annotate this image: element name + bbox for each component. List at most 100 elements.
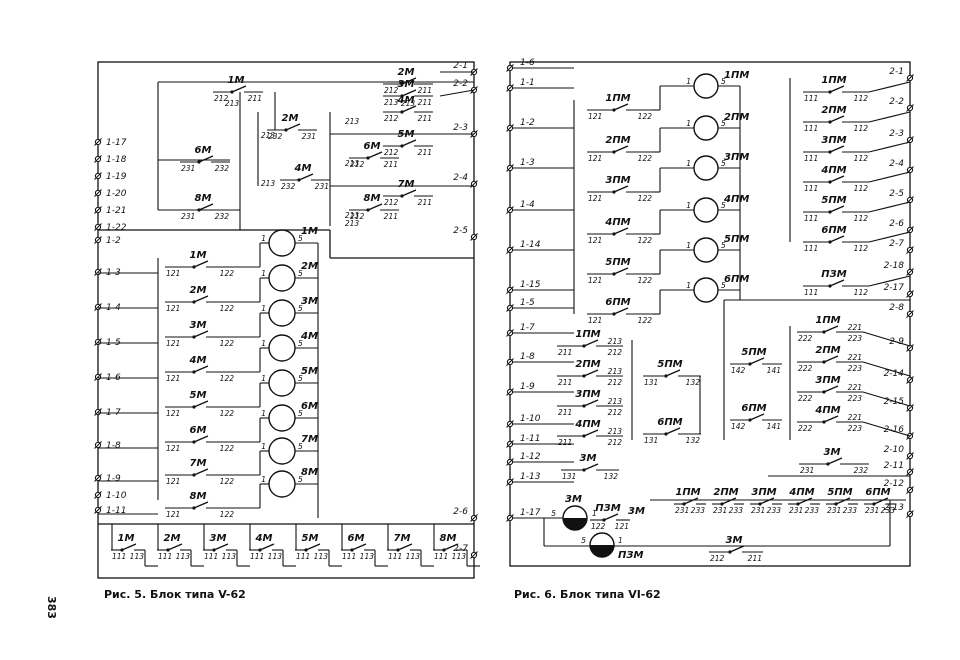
fig5-coil-7-pin-left: 1 xyxy=(261,475,266,484)
fig6-terminal-label-1-9: 1-9 xyxy=(520,382,535,392)
fig6-coil-2-pin-right: 5 xyxy=(721,159,726,168)
fig6-rg-contact-1-pin-a: 222 xyxy=(798,364,813,373)
fig6-hold-contact-3-pin-b: 122 xyxy=(638,236,653,245)
fig6-left-contact-1-blade xyxy=(583,369,599,377)
fig6-terminal-2-9-slash xyxy=(906,344,914,352)
fig6-terminal-label-2-5: 2-5 xyxy=(889,189,904,199)
fig5-top-contact-0-pin-b: 211 xyxy=(248,94,262,103)
fig5-bottom-contact-2-pin-b: 113 xyxy=(222,552,237,561)
fig5-coil-0-pin-right: 5 xyxy=(298,234,303,243)
fig5-terminal-1-3-slash xyxy=(94,268,102,276)
fig6-terminal-label-2-16: 2-16 xyxy=(884,425,905,435)
fig5-coil-4-body xyxy=(268,369,296,397)
fig5-hold-contact-6-pin-b: 122 xyxy=(220,477,235,486)
fig6-coil-4-pin-right: 5 xyxy=(721,241,726,250)
fig6-coil-2-pin-left: 1 xyxy=(686,159,691,168)
fig6-hold-contact-3-blade xyxy=(613,227,629,235)
fig5-bottom-contact-2-label: 3M xyxy=(210,533,227,544)
fig6-rg-contact-1-pin-b: 223 xyxy=(848,364,863,373)
fig6-bottom-contact-3-blade xyxy=(797,497,813,505)
fig6-coil-3-pin-left: 1 xyxy=(686,201,691,210)
fig6-coil-4-body xyxy=(693,237,719,263)
fig5-coil-2-pin-left: 1 xyxy=(261,304,266,313)
fig6-bottom-contact-4-pin-b: 233 xyxy=(843,506,858,515)
fig6-left-contact-2-pin-c: 213 xyxy=(608,397,623,406)
fig5-terminal-label-1-2: 1-2 xyxy=(106,236,121,246)
fig6-rg-contact-5-blade xyxy=(749,413,765,421)
fig5-coil-0-pin-left: 1 xyxy=(261,234,266,243)
fig5-top-contact-4-blade xyxy=(285,123,301,131)
fig6-terminal-1-4-slash xyxy=(506,206,514,214)
fig6-rg-contact-4-blade xyxy=(749,357,765,365)
fig6-left-contact-0-pin-a: 211 xyxy=(558,348,572,357)
fig5-terminal-label-2-7: 2-7 xyxy=(453,544,468,554)
fig6-mid-contact-0-pin-b: 132 xyxy=(686,378,701,387)
fig6-terminal-label-2-15: 2-15 xyxy=(884,397,905,407)
fig5-top-contact-1-label: 2M xyxy=(398,67,415,78)
fig6-contact-3m-bottom-blade xyxy=(729,545,745,553)
figure-5-block-v62: 1-171-181-191-201-211-221-21-31-41-51-61… xyxy=(94,61,480,601)
fig6-terminal-label-1-12: 1-12 xyxy=(520,452,541,462)
fig6-coil-3-pin-right: 5 xyxy=(721,201,726,210)
fig6-right-contact-0-blade xyxy=(829,85,845,93)
fig6-left-contact-0-blade xyxy=(583,339,599,347)
fig6-left-terminals: 1-61-11-21-31-41-141-151-51-71-81-91-101… xyxy=(506,58,574,522)
fig5-coil-5-pin-left: 1 xyxy=(261,409,266,418)
fig6-rg-contact-3-pin-b: 223 xyxy=(848,424,863,433)
fig5-extra-label-5: 213 xyxy=(261,179,276,188)
fig5-top-contact-4-pin-a: 232 xyxy=(268,132,283,141)
fig5-hold-contact-5-blade xyxy=(193,435,209,443)
fig6-coil-4-pin-left: 1 xyxy=(686,241,691,250)
fig6-terminal-1-1-slash xyxy=(506,84,514,92)
fig6-bottom-contact-2-pin-a: 231 xyxy=(751,506,765,515)
fig6-mid-contact-1-label: 6ПМ xyxy=(657,417,682,428)
fig5-coil-1-pin-left: 1 xyxy=(261,269,266,278)
fig5-terminal-2-7-slash xyxy=(470,551,478,559)
fig5-top-contact-7-pin-b: 232 xyxy=(215,164,230,173)
fig6-coil-pzm-pin-right: 1 xyxy=(618,536,623,545)
fig6-hold-contact-5-pin-b: 122 xyxy=(638,316,653,325)
fig6-rg-contact-4-pin-a: 142 xyxy=(731,366,746,375)
fig6-rg-contact-1-pin-c: 221 xyxy=(848,353,862,362)
fig5-coil-6-pin-right: 5 xyxy=(298,442,303,451)
fig6-terminal-label-1-11: 1-11 xyxy=(520,434,540,444)
fig5-coil-5-body xyxy=(268,404,296,432)
fig6-bottom-contact-1-blade xyxy=(721,497,737,505)
fig5-top-contact-11-pin-a: 231 xyxy=(181,212,195,221)
fig6-coil-1-label: 2ПМ xyxy=(724,112,749,123)
fig5-top-contact-5-blade xyxy=(401,139,417,147)
fig5-coil-4-label: 5M xyxy=(301,366,318,377)
fig6-mid-contact-1-pin-a: 131 xyxy=(644,436,658,445)
fig6-right-contact-6-pin-b: 112 xyxy=(854,288,869,297)
fig5-coil-6-label: 7M xyxy=(301,434,318,445)
fig5-bottom-contact-0-label: 1M xyxy=(118,533,135,544)
fig5-top-contact-0-label: 1M xyxy=(228,75,245,86)
fig6-rg-contact-4-pin-b: 141 xyxy=(767,366,781,375)
fig5-coil-3-label: 4M xyxy=(300,331,318,342)
fig6-coil-3-label: 4ПМ xyxy=(723,194,749,205)
fig5-hold-contact-3-label: 4M xyxy=(189,355,207,366)
fig6-terminal-1-6-slash xyxy=(506,64,514,72)
fig6-coil-3m-pin-right: 1 xyxy=(592,509,597,518)
fig6-terminal-label-2-4: 2-4 xyxy=(889,159,904,169)
fig6-hold-contact-4-blade xyxy=(613,267,629,275)
fig6-terminal-2-15-slash xyxy=(906,404,914,412)
fig6-contact-3m-top-label: 3М xyxy=(824,447,841,458)
fig5-hold-contact-5-pin-a: 121 xyxy=(166,444,180,453)
fig6-left-contact-0-pin-b: 212 xyxy=(608,348,623,357)
fig6-right-contact-0-pin-b: 112 xyxy=(854,94,869,103)
fig5-terminal-1-17-slash xyxy=(94,138,102,146)
fig5-top-contact-7-blade xyxy=(198,155,214,163)
fig6-right-contact-6-blade xyxy=(829,279,845,287)
fig6-right-contact-3-blade xyxy=(829,175,845,183)
fig6-right-contact-3-pin-b: 112 xyxy=(854,184,869,193)
fig6-right-terminals: 2-12-22-32-42-52-62-72-182-172-82-92-142… xyxy=(884,67,914,518)
fig6-terminal-1-10-slash xyxy=(506,420,514,428)
fig6-left-contact-1-pin-a: 211 xyxy=(558,378,572,387)
fig6-terminal-label-2-3: 2-3 xyxy=(889,129,904,139)
fig5-hold-contact-0-pin-a: 121 xyxy=(166,269,180,278)
